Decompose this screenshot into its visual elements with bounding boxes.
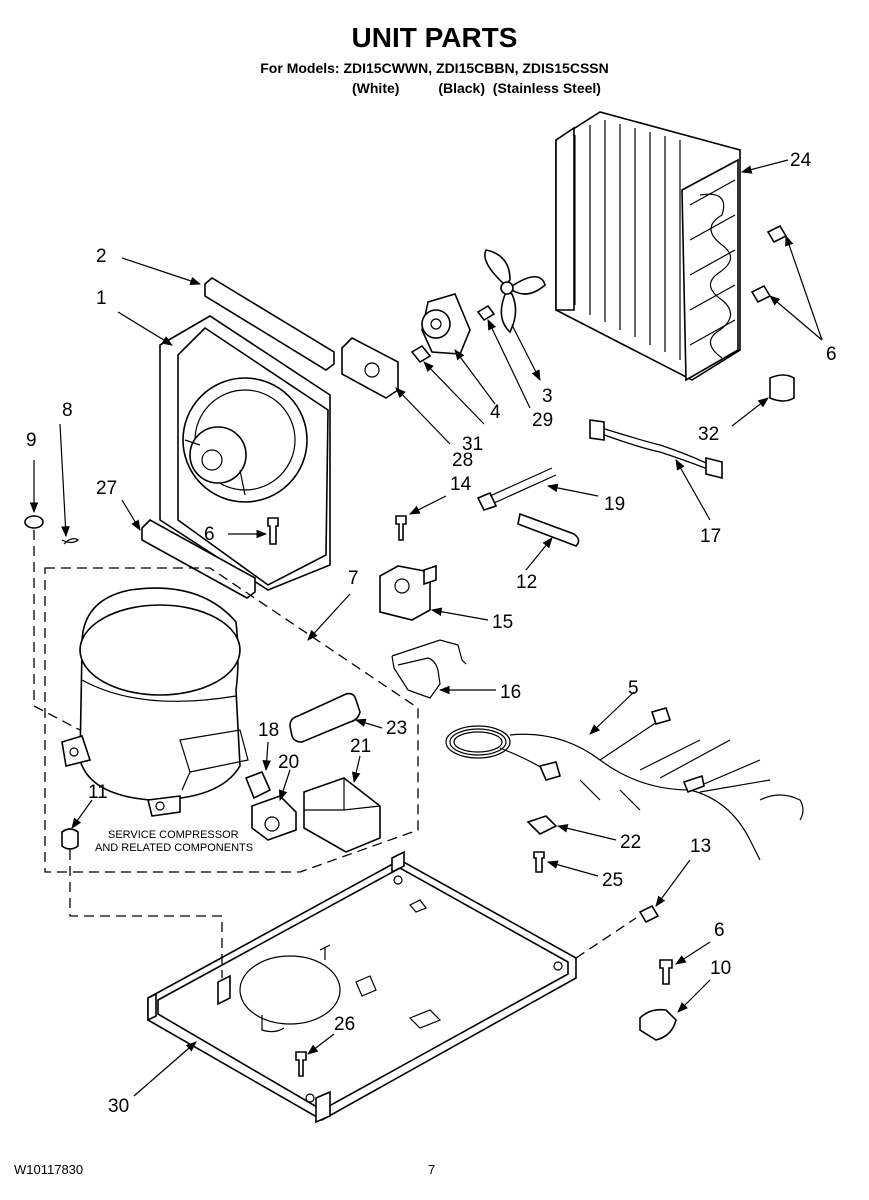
gasket-strip-part (204, 277, 335, 371)
callout-20: 20 (278, 752, 299, 773)
callout-8: 8 (62, 400, 73, 421)
callout-30: 30 (108, 1096, 129, 1117)
callout-14: 14 (450, 474, 472, 495)
callout-3: 3 (542, 386, 553, 407)
solenoid-valve-part (379, 564, 437, 621)
fan-motor-part (421, 293, 471, 355)
compressor-part (61, 587, 249, 817)
callout-5: 5 (628, 678, 639, 699)
drain-tube-part (517, 512, 580, 547)
page-number: 7 (428, 1162, 436, 1177)
wire-clamp-part (526, 815, 558, 835)
tubing-clamp-part (639, 1008, 677, 1041)
drier-part (289, 692, 361, 743)
base-plate-part (147, 850, 577, 1124)
callout-31: 31 (462, 434, 483, 455)
callout-1: 1 (96, 288, 107, 309)
callout-21: 21 (350, 736, 371, 757)
relay-part (251, 795, 297, 841)
service-note-line1: SERVICE COMPRESSOR (108, 829, 239, 841)
callout-6b: 6 (826, 344, 837, 365)
service-note-line2: AND RELATED COMPONENTS (95, 842, 253, 854)
callout-12: 12 (516, 572, 537, 593)
callout-29: 29 (532, 410, 553, 431)
overload-part (244, 770, 272, 800)
callout-7: 7 (348, 568, 359, 589)
cable-tie-part (476, 491, 498, 511)
leader-lines (29, 159, 823, 1097)
callout-25: 25 (602, 870, 623, 891)
callout-32: 32 (698, 424, 719, 445)
fan-blade-part (484, 249, 546, 334)
callout-27: 27 (96, 478, 117, 499)
document-number: W10117830 (14, 1162, 84, 1177)
callout-16: 16 (500, 682, 521, 703)
valve-bracket-part (391, 639, 467, 699)
power-cord-harness-part (445, 707, 804, 861)
callout-10: 10 (710, 958, 731, 979)
callout-2: 2 (96, 246, 107, 267)
callout-6a: 6 (204, 524, 215, 545)
grommet-part-11 (61, 828, 79, 850)
callout-28: 28 (452, 450, 473, 471)
callout-6c: 6 (714, 920, 725, 941)
motor-bracket-part (341, 337, 399, 399)
callout-19: 19 (604, 494, 625, 515)
callout-9: 9 (26, 430, 37, 451)
clip-part (61, 538, 80, 545)
callout-26: 26 (334, 1014, 355, 1035)
service-kit-outline (44, 567, 419, 873)
callout-17: 17 (700, 526, 721, 547)
models-line: For Models: ZDI15CWWN, ZDI15CBBN, ZDIS15… (260, 60, 609, 76)
callout-13: 13 (690, 836, 711, 857)
capacitor-part (769, 374, 795, 402)
condenser-part (555, 111, 741, 382)
callout-23: 23 (386, 718, 407, 739)
fan-shroud-part (159, 315, 331, 591)
screw-part (267, 517, 279, 545)
callout-18: 18 (258, 720, 279, 741)
grommet-part (24, 515, 44, 529)
callout-11: 11 (88, 782, 108, 803)
callout-22: 22 (620, 832, 641, 853)
callout-15: 15 (492, 612, 513, 633)
callout-24: 24 (790, 150, 812, 171)
relay-cover-part (303, 777, 381, 853)
callout-4: 4 (490, 402, 501, 423)
wire-harness-part (591, 424, 711, 471)
finishes-line: (White) (Black) (Stainless Steel) (352, 80, 601, 96)
page-title: UNIT PARTS (351, 22, 518, 53)
callout-numbers: 1 2 3 4 5 6 6 6 7 8 9 10 11 12 13 14 15 … (26, 150, 837, 1117)
